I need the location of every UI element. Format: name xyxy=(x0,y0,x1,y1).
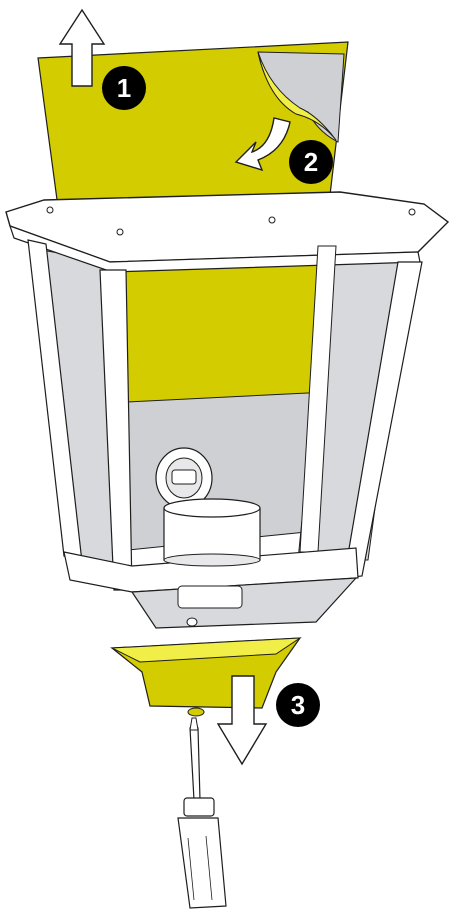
step-number-1: 1 xyxy=(117,73,131,103)
step-number-3: 3 xyxy=(291,690,305,720)
screwdriver-icon xyxy=(178,718,226,908)
lantern-body xyxy=(6,192,448,628)
step-badge-1: 1 xyxy=(102,66,146,110)
removable-base xyxy=(112,638,300,716)
step-badge-3: 3 xyxy=(276,683,320,727)
lamp-holder xyxy=(164,499,260,566)
step-badge-2: 2 xyxy=(289,140,333,184)
step-number-2: 2 xyxy=(304,147,318,177)
